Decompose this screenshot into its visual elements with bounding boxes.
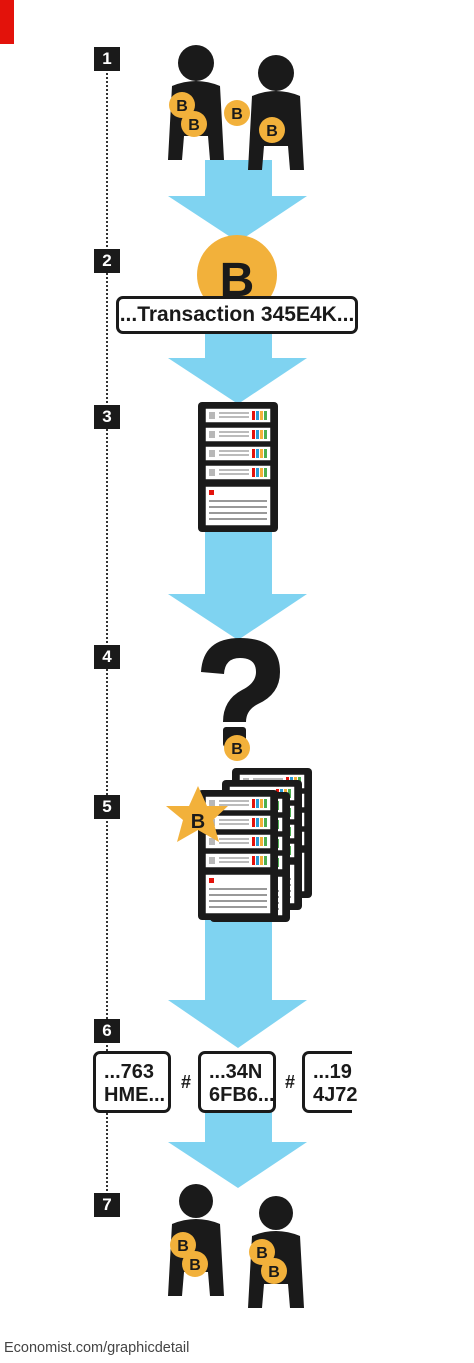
bitcoin-coin-icon bbox=[261, 1258, 287, 1284]
step-badge-3: 3 bbox=[94, 405, 120, 429]
timeline-line bbox=[106, 62, 108, 1202]
bitcoin-coin-icon bbox=[182, 1251, 208, 1277]
down-arrow-icon bbox=[168, 328, 307, 404]
bitcoin-coin-icon bbox=[259, 117, 285, 143]
step-badge-7: 7 bbox=[94, 1193, 120, 1217]
step-badge-2: 2 bbox=[94, 249, 120, 273]
bitcoin-coin-icon bbox=[224, 735, 250, 761]
server-rack-icon bbox=[198, 402, 278, 532]
hash-block-line2: 4J72 bbox=[313, 1084, 358, 1106]
step-badge-1: 1 bbox=[94, 47, 120, 71]
hash-block-line2: 6FB6... bbox=[209, 1084, 275, 1106]
down-arrow-icon bbox=[168, 1112, 307, 1188]
down-arrow-icon bbox=[168, 160, 307, 242]
question-mark-icon bbox=[201, 638, 280, 747]
hash-block-line1: ...763 bbox=[104, 1061, 155, 1083]
svg-text:B: B bbox=[191, 811, 205, 833]
down-arrow-icon bbox=[168, 918, 307, 1048]
hash-block-line1: ...19 bbox=[313, 1061, 352, 1083]
hash-block-line2: HME... bbox=[104, 1084, 166, 1106]
down-arrow-icon bbox=[168, 520, 307, 640]
step-badge-4: 4 bbox=[94, 645, 120, 669]
step-badge-5: 5 bbox=[94, 795, 120, 819]
person-icon bbox=[248, 55, 304, 170]
bitcoin-coin-icon bbox=[181, 111, 207, 137]
step-badge-6: 6 bbox=[94, 1019, 120, 1043]
bitcoin-coin-icon bbox=[224, 100, 250, 126]
hash-block-line1: ...34N bbox=[209, 1061, 263, 1083]
hash-block: ...34N 6FB6... bbox=[198, 1051, 276, 1113]
brand-tab bbox=[0, 0, 14, 44]
hash-separator: # bbox=[181, 1072, 192, 1092]
hash-separator: # bbox=[285, 1072, 296, 1092]
hash-block: ...763 HME... bbox=[93, 1051, 171, 1113]
hash-block: ...19 4J72 bbox=[302, 1051, 358, 1113]
source-footer: Economist.com/graphicdetail bbox=[4, 1340, 190, 1356]
transaction-label: ...Transaction 345E4K... bbox=[116, 296, 358, 334]
star-burst-icon: B bbox=[166, 786, 228, 842]
